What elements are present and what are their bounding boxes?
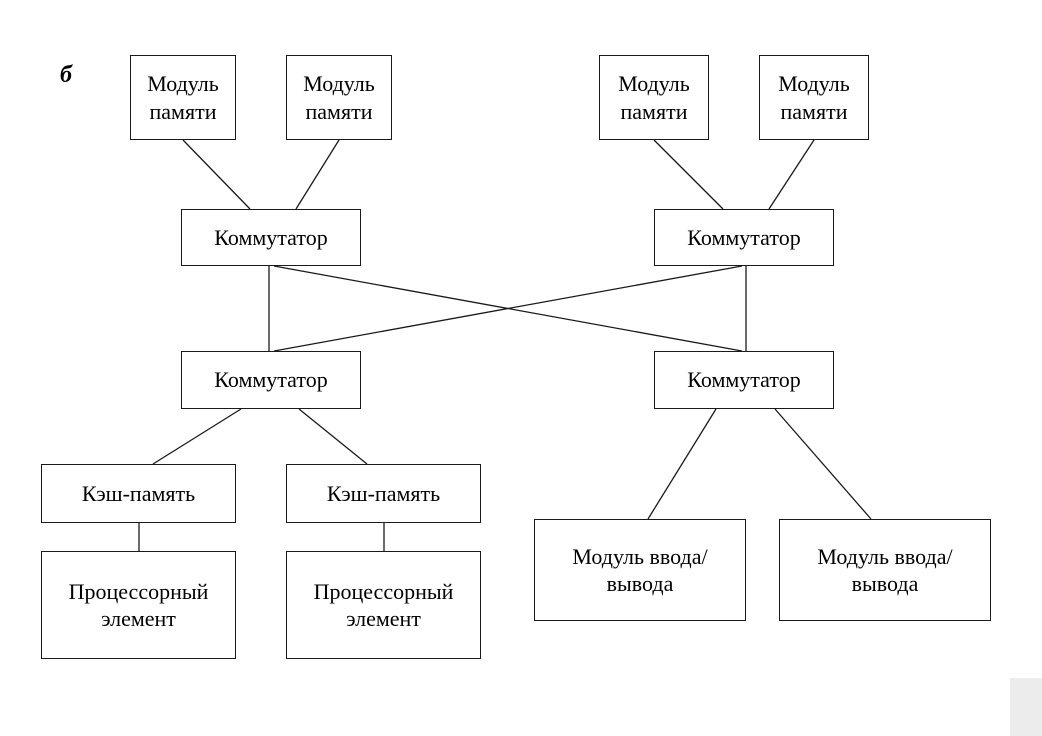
figure-label: б	[60, 62, 72, 88]
edge-sw2-sw3	[273, 265, 743, 352]
node-processor-element-2: Процессорный элемент	[286, 551, 481, 659]
edge-sw3-cache2	[298, 408, 368, 465]
node-switch-bottom-left: Коммутатор	[181, 351, 361, 409]
node-io-module-1: Модуль ввода/ вывода	[534, 519, 746, 621]
page-edge-shadow	[1010, 678, 1042, 736]
node-memory-module-4: Модуль памяти	[759, 55, 869, 140]
node-cache-memory-1: Кэш-память	[41, 464, 236, 523]
edge-mem1-sw1	[182, 139, 251, 210]
node-processor-element-1: Процессорный элемент	[41, 551, 236, 659]
node-memory-module-1: Модуль памяти	[130, 55, 236, 140]
node-switch-top-right: Коммутатор	[654, 209, 834, 266]
edge-sw3-cache1	[152, 408, 242, 465]
node-cache-memory-2: Кэш-память	[286, 464, 481, 523]
node-memory-module-3: Модуль памяти	[599, 55, 709, 140]
node-io-module-2: Модуль ввода/ вывода	[779, 519, 991, 621]
edge-sw4-io1	[647, 408, 717, 520]
node-memory-module-2: Модуль памяти	[286, 55, 392, 140]
edge-mem4-sw2	[768, 139, 815, 210]
edge-mem2-sw1	[295, 139, 340, 210]
edge-mem3-sw2	[653, 139, 724, 210]
edge-sw4-io2	[774, 408, 872, 520]
node-switch-bottom-right: Коммутатор	[654, 351, 834, 409]
node-switch-top-left: Коммутатор	[181, 209, 361, 266]
